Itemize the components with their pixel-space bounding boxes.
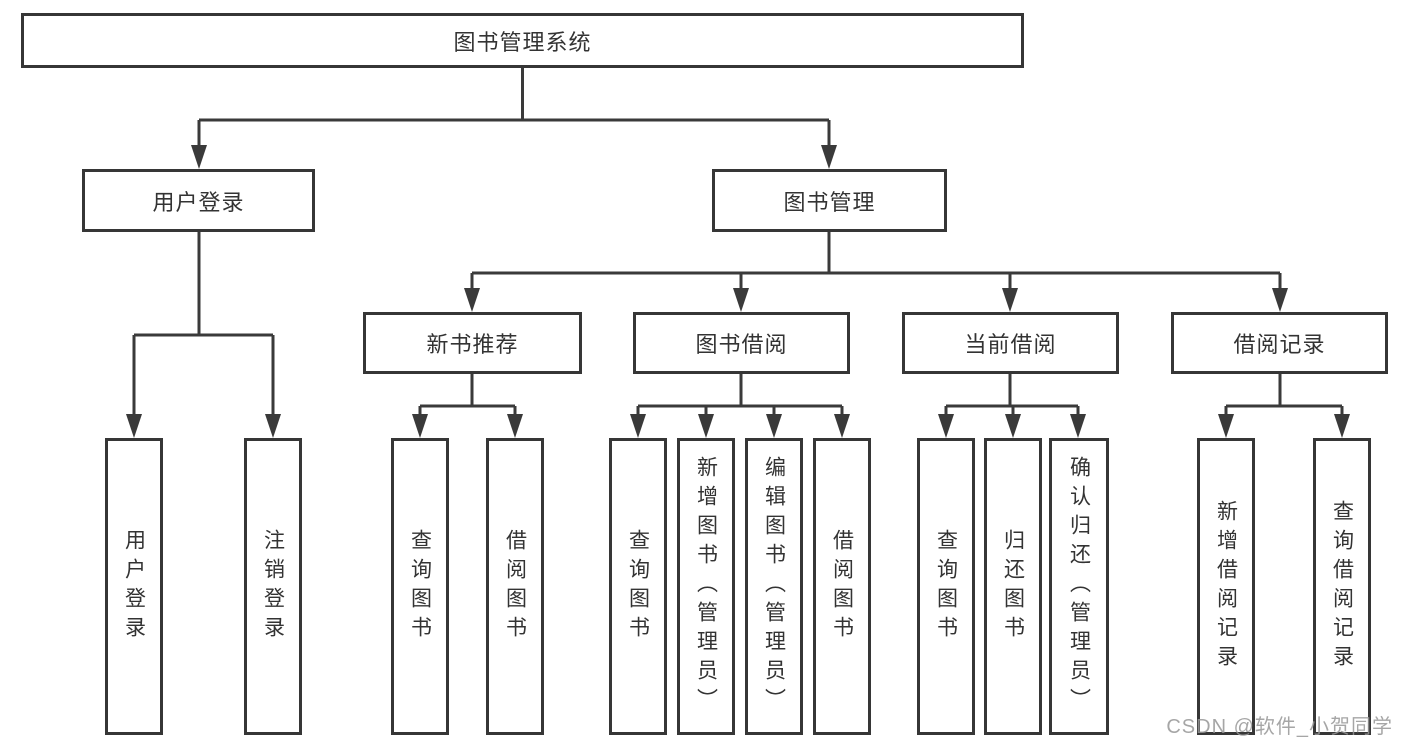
leaf-nb-query-books-label: 查询图书 — [408, 528, 432, 645]
connector-borrowing-to-leaves — [636, 374, 844, 420]
leaf-bb-borrow-books-label: 借阅图书 — [830, 528, 854, 645]
leaf-bb-edit-book-admin: 编辑图书（管理员） — [745, 438, 803, 735]
node-borrowing-records-label: 借阅记录 — [1233, 332, 1326, 357]
leaf-cb-return-books-label: 归还图书 — [1001, 528, 1025, 645]
node-root-label: 图书管理系统 — [453, 29, 592, 55]
connector-current-to-leaves — [944, 374, 1080, 420]
connector-records-to-leaves — [1224, 374, 1344, 420]
leaf-user-login-label: 用户登录 — [122, 528, 146, 645]
watermark: CSDN @软件_小贺同学 — [1166, 716, 1393, 738]
node-root: 图书管理系统 — [21, 13, 1024, 68]
node-borrowing-records: 借阅记录 — [1171, 312, 1388, 374]
node-book-management: 图书管理 — [712, 169, 947, 232]
node-current-borrowing-label: 当前借阅 — [964, 332, 1057, 357]
leaf-cb-query-books-label: 查询图书 — [934, 528, 958, 645]
leaf-bb-edit-book-admin-label: 编辑图书（管理员） — [762, 456, 786, 717]
leaf-bb-borrow-books: 借阅图书 — [813, 438, 871, 735]
leaf-cb-query-books: 查询图书 — [917, 438, 975, 735]
leaf-nb-query-books: 查询图书 — [391, 438, 449, 735]
leaf-bb-query-books-label: 查询图书 — [626, 528, 650, 645]
leaf-user-login: 用户登录 — [105, 438, 163, 735]
leaf-logout: 注销登录 — [244, 438, 302, 735]
leaf-br-query-record: 查询借阅记录 — [1313, 438, 1371, 735]
node-book-management-label: 图书管理 — [783, 189, 876, 215]
connector-lines — [132, 68, 1344, 420]
connector-root-to-level2 — [197, 68, 831, 150]
leaf-br-add-record-label: 新增借阅记录 — [1214, 499, 1238, 674]
node-current-borrowing: 当前借阅 — [902, 312, 1119, 374]
leaf-bb-add-book-admin: 新增图书（管理员） — [677, 438, 735, 735]
leaf-logout-label: 注销登录 — [261, 528, 285, 645]
leaf-cb-confirm-return-admin-label: 确认归还（管理员） — [1067, 456, 1091, 717]
leaf-br-add-record: 新增借阅记录 — [1197, 438, 1255, 735]
leaf-cb-confirm-return-admin: 确认归还（管理员） — [1049, 438, 1109, 735]
node-new-book-recommend-label: 新书推荐 — [426, 332, 519, 357]
node-book-borrowing: 图书借阅 — [633, 312, 850, 374]
leaf-bb-add-book-admin-label: 新增图书（管理员） — [694, 456, 718, 717]
node-user-login-label: 用户登录 — [152, 189, 245, 215]
leaf-nb-borrow-books-label: 借阅图书 — [503, 528, 527, 645]
leaf-br-query-record-label: 查询借阅记录 — [1330, 499, 1354, 674]
leaf-bb-query-books: 查询图书 — [609, 438, 667, 735]
connector-login-to-leaves — [132, 232, 275, 420]
leaf-cb-return-books: 归还图书 — [984, 438, 1042, 735]
node-new-book-recommend: 新书推荐 — [363, 312, 582, 374]
leaf-nb-borrow-books: 借阅图书 — [486, 438, 544, 735]
connector-newbooks-to-leaves — [418, 374, 517, 420]
node-book-borrowing-label: 图书借阅 — [695, 332, 788, 357]
node-user-login: 用户登录 — [82, 169, 315, 232]
connector-bookmgmt-to-level3 — [470, 232, 1282, 295]
